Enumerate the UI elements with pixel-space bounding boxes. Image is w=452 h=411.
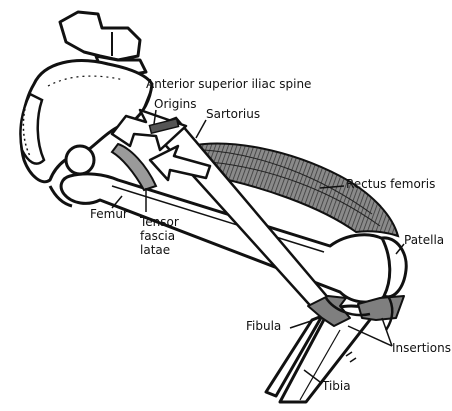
- label-tibia: Tibia: [321, 379, 351, 393]
- lower-leg-bones: [266, 306, 376, 402]
- label-tensor: Tensor: [139, 215, 179, 229]
- label-sartorius: Sartorius: [206, 107, 260, 121]
- label-fascia: fascia: [140, 229, 175, 243]
- label-femur: Femur: [90, 207, 128, 221]
- label-origins: Origins: [154, 97, 197, 111]
- label-latae: latae: [140, 243, 170, 257]
- label-patella: Patella: [404, 233, 444, 247]
- label-anterior-superior-iliac-spine: Anterior superior iliac spine: [146, 77, 311, 91]
- label-insertions: Insertions: [392, 341, 451, 355]
- label-fibula: Fibula: [246, 319, 281, 333]
- label-rectus-femoris: Rectus femoris: [346, 177, 435, 191]
